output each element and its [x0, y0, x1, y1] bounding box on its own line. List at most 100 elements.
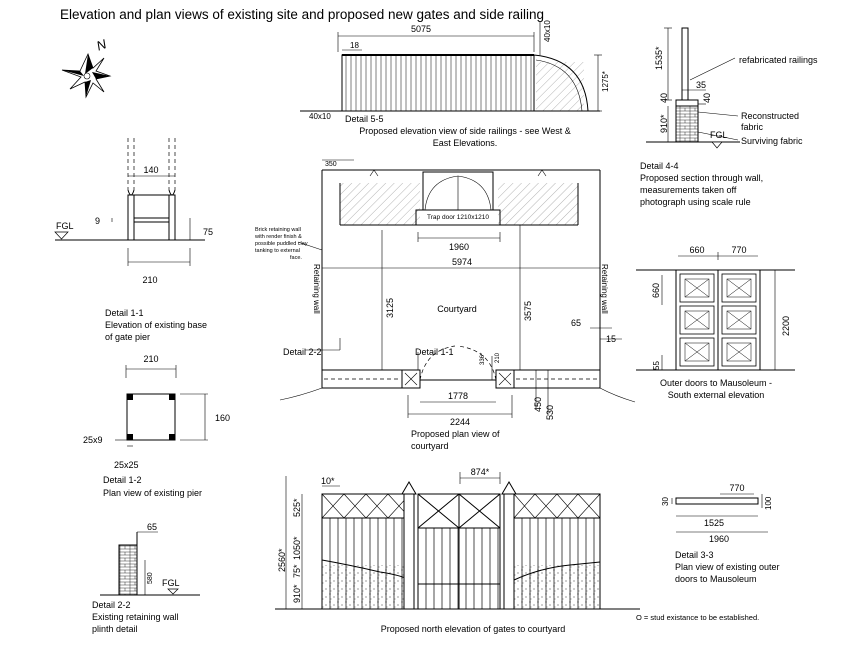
retaining-wall-left: Retaining wall	[312, 264, 321, 314]
gates-north-elevation	[275, 472, 640, 610]
note-reconstructed-1: Reconstructed	[741, 111, 799, 121]
retaining-wall-right: Retaining wall	[600, 264, 609, 314]
brick-note-3: possible puddled clay	[255, 241, 308, 247]
detail-3-3-label: Detail 3-3	[675, 550, 714, 560]
dim-2244: 2244	[450, 417, 470, 427]
dim-5974: 5974	[452, 257, 472, 267]
brick-note-1: Brick retaining wall	[255, 227, 301, 233]
dim-5075: 5075	[411, 24, 431, 34]
dim-3575: 3575	[523, 301, 533, 321]
detail-1-1-caption-2: of gate pier	[105, 332, 150, 342]
dim-530: 530	[545, 405, 555, 420]
dim-30: 30	[661, 497, 670, 506]
gates-caption: Proposed north elevation of gates to cou…	[381, 624, 566, 634]
detail-1-1-fgl: FGL	[56, 221, 74, 231]
detail-1-2-pier-plan	[115, 365, 208, 447]
courtyard-label: Courtyard	[437, 304, 477, 314]
detail-1-1-pier-elevation	[54, 138, 205, 266]
dim-660-doors-side: 660	[651, 283, 661, 298]
dim-874: 874*	[471, 467, 490, 477]
dim-580: 580	[147, 572, 154, 584]
note-refab-railings: refabricated railings	[739, 55, 818, 65]
dim-140: 140	[143, 165, 158, 175]
doors-caption-1: Outer doors to Mausoleum -	[660, 378, 772, 388]
detail-5-5-caption-2: East Elevations.	[433, 138, 498, 148]
detail-2-2-label: Detail 2-2	[92, 600, 131, 610]
detail-1-1-caption-1: Elevation of existing base	[105, 320, 207, 330]
dim-40x10-left: 40x10	[309, 112, 331, 121]
dim-1525: 1525	[704, 518, 724, 528]
dim-75-gates: 75*	[292, 564, 302, 578]
dim-40b: 40	[702, 93, 712, 103]
dim-350: 350	[325, 161, 337, 168]
dim-336: 336*	[480, 352, 486, 365]
dim-770-doors: 770	[731, 245, 746, 255]
detail-5-5-label: Detail 5-5	[345, 114, 384, 124]
plan-caption-1: Proposed plan view of	[411, 429, 500, 439]
detail-4-4-caption-2: measurements taken off	[640, 185, 737, 195]
note-surviving-fabric: Surviving fabric	[741, 136, 803, 146]
detail-2-2-fgl: FGL	[162, 578, 180, 588]
dim-65-plinth: 65	[147, 522, 157, 532]
dim-1960-plan: 1960	[449, 242, 469, 252]
dim-1535: 1535*	[654, 46, 664, 70]
detail-2-2-caption-1: Existing retaining wall	[92, 612, 179, 622]
dim-210-plan: 210	[143, 354, 158, 364]
dim-25x25: 25x25	[114, 460, 139, 470]
detail-3-3-caption-2: doors to Mausoleum	[675, 574, 757, 584]
dim-210: 210	[142, 275, 157, 285]
doors-caption-2: South external elevation	[668, 390, 765, 400]
dim-1960-doors: 1960	[709, 534, 729, 544]
brick-note-5: face.	[290, 255, 302, 261]
detail-2-2-plinth	[100, 531, 200, 596]
brick-note-4: tanking to external	[255, 248, 300, 254]
dim-450: 450	[533, 397, 543, 412]
trap-door-label: Trap door 1210x1210	[427, 214, 489, 221]
detail-4-4-caption-1: Proposed section through wall,	[640, 173, 763, 183]
dim-525: 525*	[292, 498, 302, 517]
note-reconstructed-2: fabric	[741, 122, 764, 132]
dim-2560: 2560*	[277, 548, 287, 572]
dim-9: 9	[95, 216, 100, 226]
dim-210-plan: 210	[495, 352, 501, 363]
outer-doors-elevation	[636, 252, 795, 371]
courtyard-plan	[279, 159, 636, 418]
stud-note: O = stud existance to be established.	[636, 613, 759, 622]
detail-1-2-caption: Plan view of existing pier	[103, 488, 202, 498]
dim-65-plan: 65	[571, 318, 581, 328]
dim-910: 910*	[659, 114, 669, 133]
dim-2200: 2200	[781, 316, 791, 336]
dim-3125: 3125	[385, 298, 395, 318]
dim-910-gates: 910*	[292, 584, 302, 603]
detail-2-2-ref: Detail 2-2	[283, 347, 322, 357]
plan-caption-2: courtyard	[411, 441, 449, 451]
dim-1275: 1275*	[601, 71, 610, 92]
page-title: Elevation and plan views of existing sit…	[60, 7, 544, 22]
detail-4-4-label: Detail 4-4	[640, 161, 679, 171]
dim-75: 75	[203, 227, 213, 237]
dim-160: 160	[215, 413, 230, 423]
dim-15-plan: 15	[606, 334, 616, 344]
dim-100: 100	[764, 496, 773, 510]
dim-1778: 1778	[448, 391, 468, 401]
detail-3-3-caption-1: Plan view of existing outer	[675, 562, 780, 572]
north-arrow-icon	[61, 52, 112, 99]
dim-10: 10*	[321, 476, 335, 486]
detail-2-2-caption-2: plinth detail	[92, 624, 138, 634]
detail-1-1-ref: Detail 1-1	[415, 347, 454, 357]
dim-55-doors: 55	[652, 361, 661, 370]
detail-1-2-label: Detail 1-2	[103, 475, 142, 485]
dim-18: 18	[350, 41, 359, 50]
brick-note-2: with render finish &	[254, 234, 302, 240]
detail-5-5-caption-1: Proposed elevation view of side railings…	[359, 126, 570, 136]
dim-25x9: 25x9	[83, 435, 103, 445]
detail-3-3-doors-plan	[671, 493, 768, 533]
dim-35: 35	[696, 80, 706, 90]
detail-4-4-wall-section	[646, 27, 740, 149]
north-label: N	[94, 36, 109, 54]
detail-1-1-label: Detail 1-1	[105, 308, 144, 318]
detail-4-4-caption-3: photograph using scale rule	[640, 197, 751, 207]
dim-770-plan: 770	[729, 483, 744, 493]
